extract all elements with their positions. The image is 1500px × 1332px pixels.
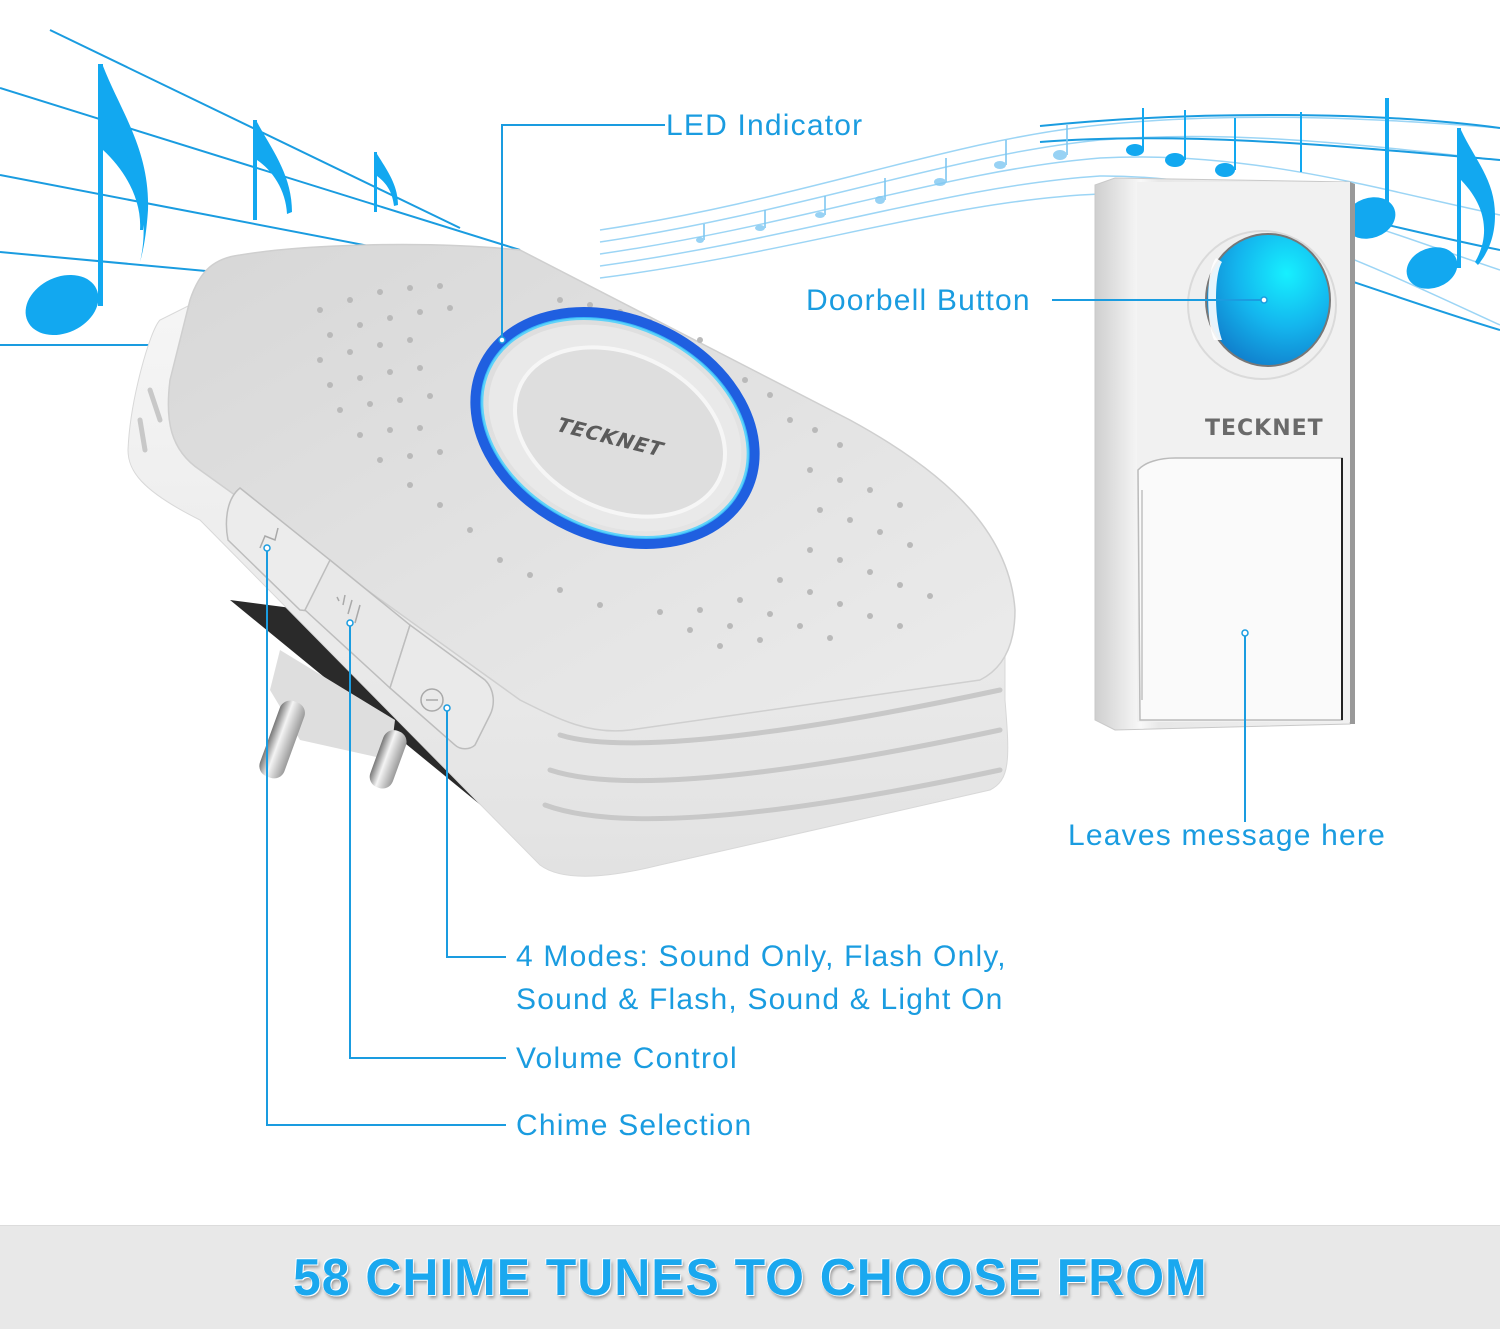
receiver-button-panel	[225, 487, 495, 750]
volume-bars-icon	[336, 594, 361, 624]
led-indicator-label: LED Indicator	[666, 109, 864, 142]
callout-lines	[266, 124, 1262, 1126]
modes-label-line2: Sound & Flash, Sound & Light On	[516, 983, 1004, 1016]
feature-banner: 58 CHIME TUNES TO CHOOSE FROM	[0, 1225, 1500, 1329]
message-panel	[1137, 457, 1343, 721]
speaker-grille	[317, 283, 933, 649]
leaves-message-label: Leaves message here	[1068, 819, 1386, 852]
doorbell-button-label: Doorbell Button	[806, 284, 1031, 317]
chime-selection-label: Chime Selection	[516, 1109, 753, 1142]
transmitter-brand-logo: TECKNET	[1205, 416, 1324, 441]
receiver-chime-unit	[127, 243, 1016, 877]
music-note-icon	[259, 527, 279, 549]
banner-headline: 58 CHIME TUNES TO CHOOSE FROM	[292, 1248, 1208, 1307]
eu-plug	[259, 650, 407, 789]
mode-icon	[420, 688, 444, 712]
volume-control-label: Volume Control	[516, 1042, 738, 1075]
left-music-notes	[25, 64, 398, 336]
led-ring	[470, 307, 760, 549]
modes-label-line1: 4 Modes: Sound Only, Flash Only,	[516, 940, 1007, 973]
right-music-notes	[1126, 98, 1495, 289]
doorbell-transmitter	[1094, 177, 1355, 731]
